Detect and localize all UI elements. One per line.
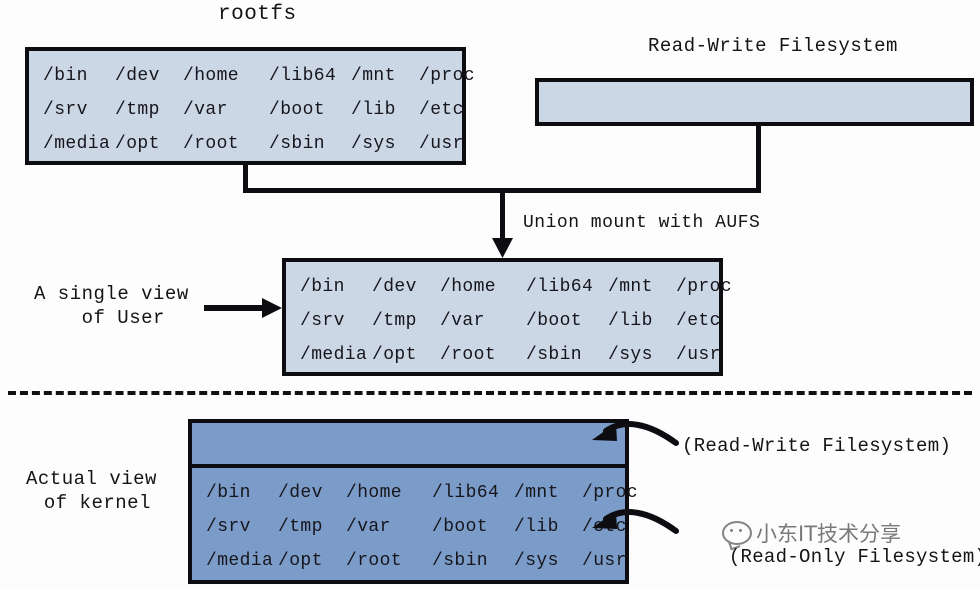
dir-entry: /var — [183, 100, 228, 120]
rootfs-directory-list: /bin /dev /home /lib64 /mnt /proc /srv /… — [43, 59, 475, 161]
dir-entry: /dev — [372, 277, 417, 297]
dir-entry: /proc — [676, 277, 733, 297]
single-view-directory-list: /bin /dev /home /lib64 /mnt /proc /srv /… — [300, 270, 732, 372]
readwrite-filesystem-callout: (Read-Write Filesystem) — [682, 435, 952, 457]
dir-entry: /etc — [419, 100, 464, 120]
directory-row: /media /opt /root /sbin /sys /usr — [43, 127, 463, 161]
readonly-callout-line1: (Read-Only Filesystem) — [728, 545, 980, 568]
dir-entry: /var — [440, 311, 485, 331]
dir-entry: /lib — [608, 311, 653, 331]
dir-entry: /opt — [115, 134, 160, 154]
chat-bubble-icon — [722, 521, 752, 545]
dir-entry: /srv — [300, 311, 345, 331]
dir-entry: /root — [183, 134, 240, 154]
dir-entry: /proc — [419, 66, 476, 86]
dir-entry: /sys — [514, 551, 559, 571]
dir-entry: /boot — [269, 100, 326, 120]
rootfs-box: /bin /dev /home /lib64 /mnt /proc /srv /… — [25, 47, 475, 165]
dir-entry: /boot — [526, 311, 583, 331]
connector-line-rootfs — [243, 165, 248, 193]
dir-entry: /sbin — [526, 345, 583, 365]
union-mount-label: Union mount with AUFS — [523, 213, 761, 233]
directory-row: /srv /tmp /var /boot /lib /etc — [206, 510, 626, 544]
dir-entry: /tmp — [278, 517, 323, 537]
dir-entry: /lib64 — [269, 66, 337, 86]
single-view-of-user-label: A single view of User — [34, 283, 189, 329]
union-mount-arrowhead — [492, 238, 513, 258]
dir-entry: /proc — [582, 483, 639, 503]
connector-line-readwrite — [756, 126, 761, 193]
watermark-text: 小东IT技术分享 — [756, 522, 902, 546]
dir-entry: /lib — [351, 100, 396, 120]
dir-entry: /root — [440, 345, 497, 365]
dir-entry: /home — [346, 483, 403, 503]
dir-entry: /mnt — [351, 66, 396, 86]
dir-entry: /etc — [582, 517, 627, 537]
directory-row: /media /opt /root /sbin /sys /usr — [206, 544, 626, 578]
directory-row: /srv /tmp /var /boot /lib /etc — [43, 93, 463, 127]
dir-entry: /sbin — [269, 134, 326, 154]
read-write-filesystem-box — [535, 78, 974, 126]
dir-entry: /etc — [676, 311, 721, 331]
dir-entry: /srv — [43, 100, 88, 120]
dir-entry: /srv — [206, 517, 251, 537]
directory-row: /media /opt /root /sbin /sys /usr — [300, 338, 720, 372]
dir-entry: /lib — [514, 517, 559, 537]
dir-entry: /mnt — [608, 277, 653, 297]
dir-entry: /media — [300, 345, 368, 365]
dir-entry: /home — [183, 66, 240, 86]
dir-entry: /root — [346, 551, 403, 571]
dir-entry: /var — [346, 517, 391, 537]
connector-line-union-stem — [500, 188, 505, 240]
dir-entry: /mnt — [514, 483, 559, 503]
dir-entry: /media — [206, 551, 274, 571]
readonly-filesystem-callout: (Read-Only Filesystem) (rootfs) — [682, 522, 980, 590]
dir-entry: /lib64 — [432, 483, 500, 503]
userspace-kernelspace-divider — [8, 391, 972, 395]
kernel-directory-list: /bin /dev /home /lib64 /mnt /proc /srv /… — [206, 476, 638, 578]
kernel-readwrite-layer — [192, 423, 625, 468]
rootfs-title: rootfs — [218, 3, 297, 26]
single-view-box: /bin /dev /home /lib64 /mnt /proc /srv /… — [282, 258, 732, 376]
dir-entry: /bin — [206, 483, 251, 503]
dir-entry: /lib64 — [526, 277, 594, 297]
dir-entry: /usr — [419, 134, 464, 154]
dir-entry: /media — [43, 134, 111, 154]
actual-view-of-kernel-label: Actual view of kernel — [26, 468, 157, 514]
dir-entry: /opt — [372, 345, 417, 365]
watermark: 小东IT技术分享 — [722, 518, 901, 548]
dir-entry: /usr — [582, 551, 627, 571]
directory-row: /srv /tmp /var /boot /lib /etc — [300, 304, 720, 338]
dir-entry: /bin — [43, 66, 88, 86]
dir-entry: /opt — [278, 551, 323, 571]
dir-entry: /boot — [432, 517, 489, 537]
single-view-arrowhead — [262, 298, 282, 318]
dir-entry: /dev — [115, 66, 160, 86]
dir-entry: /tmp — [372, 311, 417, 331]
directory-row: /bin /dev /home /lib64 /mnt /proc — [206, 476, 638, 510]
dir-entry: /sys — [351, 134, 396, 154]
dir-entry: /dev — [278, 483, 323, 503]
dir-entry: /usr — [676, 345, 721, 365]
dir-entry: /tmp — [115, 100, 160, 120]
directory-row: /bin /dev /home /lib64 /mnt /proc — [300, 270, 732, 304]
read-write-filesystem-title: Read-Write Filesystem — [648, 35, 898, 57]
dir-entry: /home — [440, 277, 497, 297]
dir-entry: /bin — [300, 277, 345, 297]
dir-entry: /sbin — [432, 551, 489, 571]
directory-row: /bin /dev /home /lib64 /mnt /proc — [43, 59, 475, 93]
dir-entry: /sys — [608, 345, 653, 365]
kernel-view-box: /bin /dev /home /lib64 /mnt /proc /srv /… — [188, 419, 638, 584]
